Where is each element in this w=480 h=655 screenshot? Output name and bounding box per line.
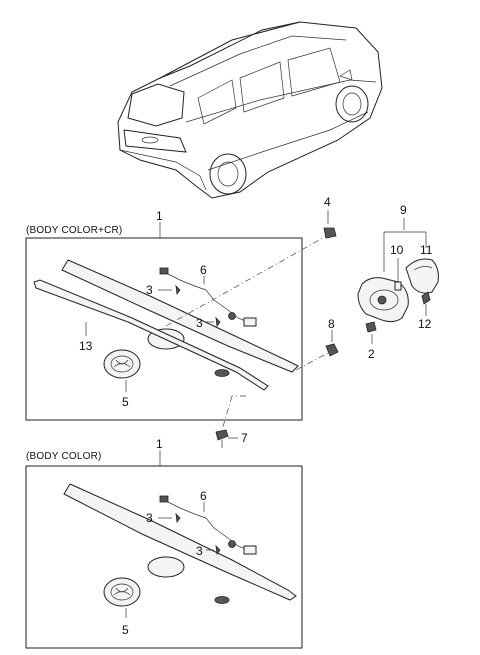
section-body-color-cr: (BODY COLOR+CR) 1 3 3 6 13	[25, 195, 339, 448]
bulb	[394, 281, 402, 291]
callout-5: 5	[122, 395, 129, 409]
garnish-badge	[214, 369, 230, 377]
callout-11: 11	[420, 243, 433, 257]
bolt-7	[215, 429, 229, 441]
connector-a-bottom	[159, 495, 169, 503]
clip-4	[323, 227, 337, 239]
screw-3a	[175, 284, 181, 296]
section-body-color: (BODY COLOR) 1 5 3 3 6	[25, 437, 303, 649]
callout-3b-bottom: 3	[196, 544, 203, 558]
garnish-badge-bottom	[214, 596, 230, 604]
connector-b-bottom	[243, 545, 257, 555]
connector-a	[159, 267, 169, 275]
license-lamp-assembly: 9 10 11 12 2	[357, 203, 439, 361]
callout-2: 2	[368, 347, 375, 361]
section-title-top: (BODY COLOR+CR)	[26, 225, 122, 236]
license-lamp-harness	[163, 271, 249, 323]
rear-garnish-bottom	[63, 483, 297, 601]
callout-7: 7	[241, 431, 248, 445]
callout-12: 12	[418, 317, 432, 331]
callout-6: 6	[200, 263, 207, 277]
emblem-pad-bottom	[147, 556, 185, 578]
grommet	[228, 312, 236, 320]
chrome-strip	[33, 279, 269, 391]
screw-12	[421, 291, 431, 305]
callout-3a-bottom: 3	[146, 511, 153, 525]
callout-8: 8	[328, 317, 335, 331]
nut-8	[325, 343, 339, 357]
section-title-bottom: (BODY COLOR)	[26, 451, 102, 462]
callout-13: 13	[79, 339, 93, 353]
minivan-illustration	[117, 21, 383, 199]
callout-9: 9	[400, 203, 407, 217]
screw-3b	[215, 316, 221, 328]
callout-1: 1	[156, 209, 163, 223]
license-lamp-harness-bottom	[163, 499, 249, 551]
rear-garnish	[61, 259, 299, 373]
section-box-bottom	[25, 465, 303, 649]
section-box-top	[25, 237, 303, 421]
lamp-lens	[405, 258, 439, 294]
screw-3a-bottom	[175, 512, 181, 524]
callout-4: 4	[324, 195, 331, 209]
callout-5-bottom: 5	[122, 623, 129, 637]
screw-3b-bottom	[215, 544, 221, 556]
grommet-bottom	[228, 540, 236, 548]
callout-6-bottom: 6	[200, 489, 207, 503]
connector-b	[243, 317, 257, 327]
callout-10: 10	[390, 243, 404, 257]
callout-3b: 3	[196, 316, 203, 330]
nut-2	[365, 321, 377, 333]
callout-3a: 3	[146, 283, 153, 297]
callout-1-bottom: 1	[156, 437, 163, 451]
